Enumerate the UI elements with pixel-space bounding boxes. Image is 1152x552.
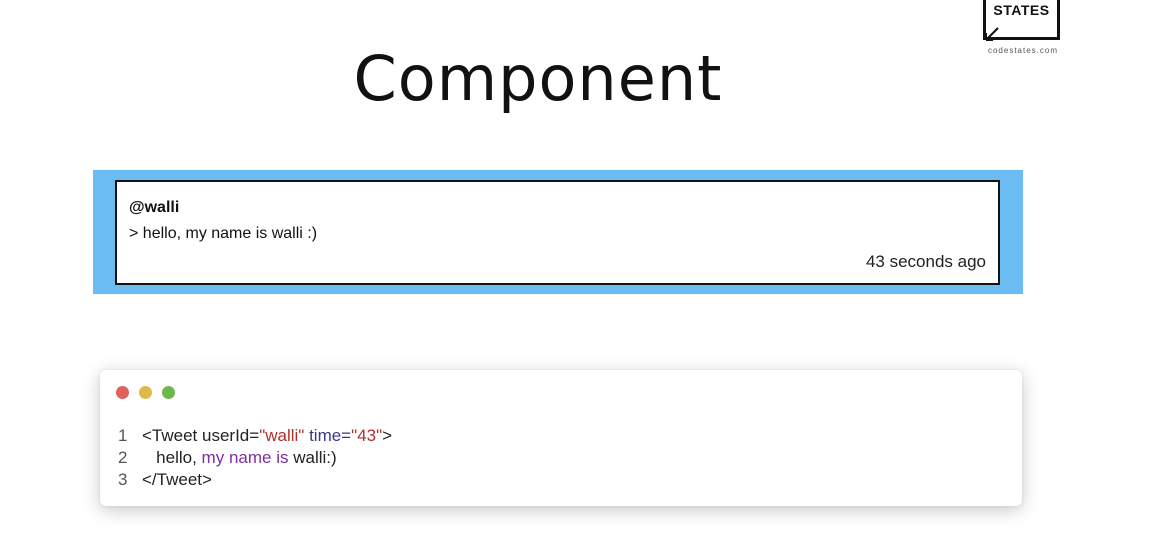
- window-minimize-dot: [139, 386, 152, 399]
- window-close-dot: [116, 386, 129, 399]
- tweet-timestamp: 43 seconds ago: [865, 252, 986, 271]
- code-tag-open: <Tweet: [142, 426, 203, 445]
- logo-text: STATES: [993, 2, 1050, 18]
- code-line-1: 1 <Tweet userId="walli" time="43">: [118, 425, 392, 447]
- code-line-2: 2 hello, my name is walli:): [118, 447, 392, 469]
- code-tag-close: </Tweet>: [142, 470, 212, 489]
- code-keyword: is: [276, 448, 289, 467]
- window-maximize-dot: [162, 386, 175, 399]
- line-number: 2: [118, 448, 128, 467]
- code-text: hello,: [156, 448, 202, 467]
- tweet-username: @walli: [129, 199, 180, 216]
- code-line-3: 3 </Tweet>: [118, 469, 392, 491]
- code-attr-name: time=: [304, 426, 352, 445]
- code-attr-value: "43": [351, 426, 383, 445]
- code-window: 1 <Tweet userId="walli" time="43"> 2 hell…: [100, 370, 1022, 506]
- page-title: Component: [353, 42, 723, 115]
- code-attr-name: userId=: [202, 426, 260, 445]
- logo-url: codestates.com: [987, 46, 1059, 55]
- code-attr-value: "walli": [259, 426, 305, 445]
- codestates-logo: STATES codestates.com: [980, 0, 1066, 60]
- code-keyword: name: [228, 448, 272, 467]
- code-block: 1 <Tweet userId="walli" time="43"> 2 hell…: [118, 425, 392, 491]
- code-text: walli:): [288, 448, 337, 467]
- tweet-highlight-frame: @walli > hello, my name is walli :) 43 s…: [93, 170, 1023, 294]
- arrow-icon: [985, 27, 999, 41]
- tweet-card: @walli > hello, my name is walli :) 43 s…: [115, 180, 1000, 285]
- code-tag-close: >: [382, 426, 393, 445]
- tweet-message: > hello, my name is walli :): [129, 225, 318, 242]
- code-keyword: my: [201, 448, 225, 467]
- code-indent: [142, 448, 156, 467]
- line-number: 3: [118, 470, 128, 489]
- line-number: 1: [118, 426, 128, 445]
- logo-frame: [983, 0, 1060, 40]
